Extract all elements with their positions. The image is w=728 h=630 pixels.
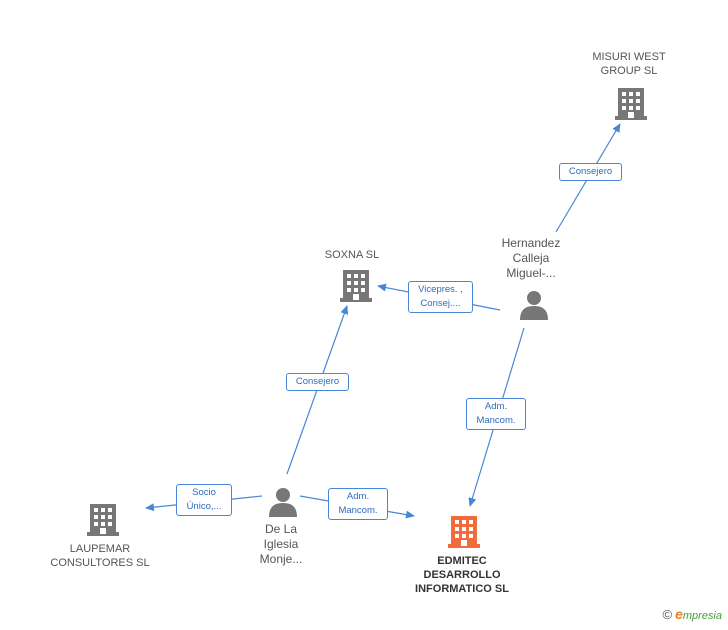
node-label-laupemar[interactable]: LAUPEMAR CONSULTORES SL — [50, 543, 150, 569]
brand-logo[interactable]: empresia — [675, 606, 722, 622]
brand-initial: e — [675, 606, 683, 622]
node-label-hernandez[interactable]: Hernandez Calleja Miguel-... — [501, 236, 561, 280]
node-label-soxna[interactable]: SOXNA SL — [324, 249, 380, 261]
edge-lines — [145, 123, 621, 519]
building-icon[interactable] — [340, 268, 372, 302]
node-label-misuri[interactable]: MISURI WEST GROUP SL — [592, 51, 666, 77]
edge-label-hernandez-edmitec[interactable]: Adm. Mancom. — [466, 398, 526, 430]
building-icon[interactable] — [87, 502, 119, 536]
brand-name: mpresia — [682, 610, 722, 622]
edge-label-hernandez-soxna[interactable]: Vicepres. , Consej.... — [408, 281, 473, 313]
node-label-delaiglesia[interactable]: De La Iglesia Monje... — [259, 522, 303, 566]
person-icon[interactable] — [268, 487, 298, 517]
copyright-icon: © — [662, 606, 673, 622]
building-icon-main[interactable] — [448, 514, 480, 548]
node-label-edmitec[interactable]: EDMITEC DESARROLLO INFORMATICO SL — [415, 555, 509, 595]
brand-footer: © empresia — [662, 606, 722, 622]
edge-label-delaiglesia-soxna[interactable]: Consejero — [286, 373, 349, 391]
edge-label-delaiglesia-laupemar[interactable]: Socio Único,... — [176, 484, 232, 516]
person-icon[interactable] — [519, 290, 549, 320]
building-icon[interactable] — [615, 86, 647, 120]
edge-label-hernandez-misuri[interactable]: Consejero — [559, 163, 622, 181]
edge-label-delaiglesia-edmitec[interactable]: Adm. Mancom. — [328, 488, 388, 520]
